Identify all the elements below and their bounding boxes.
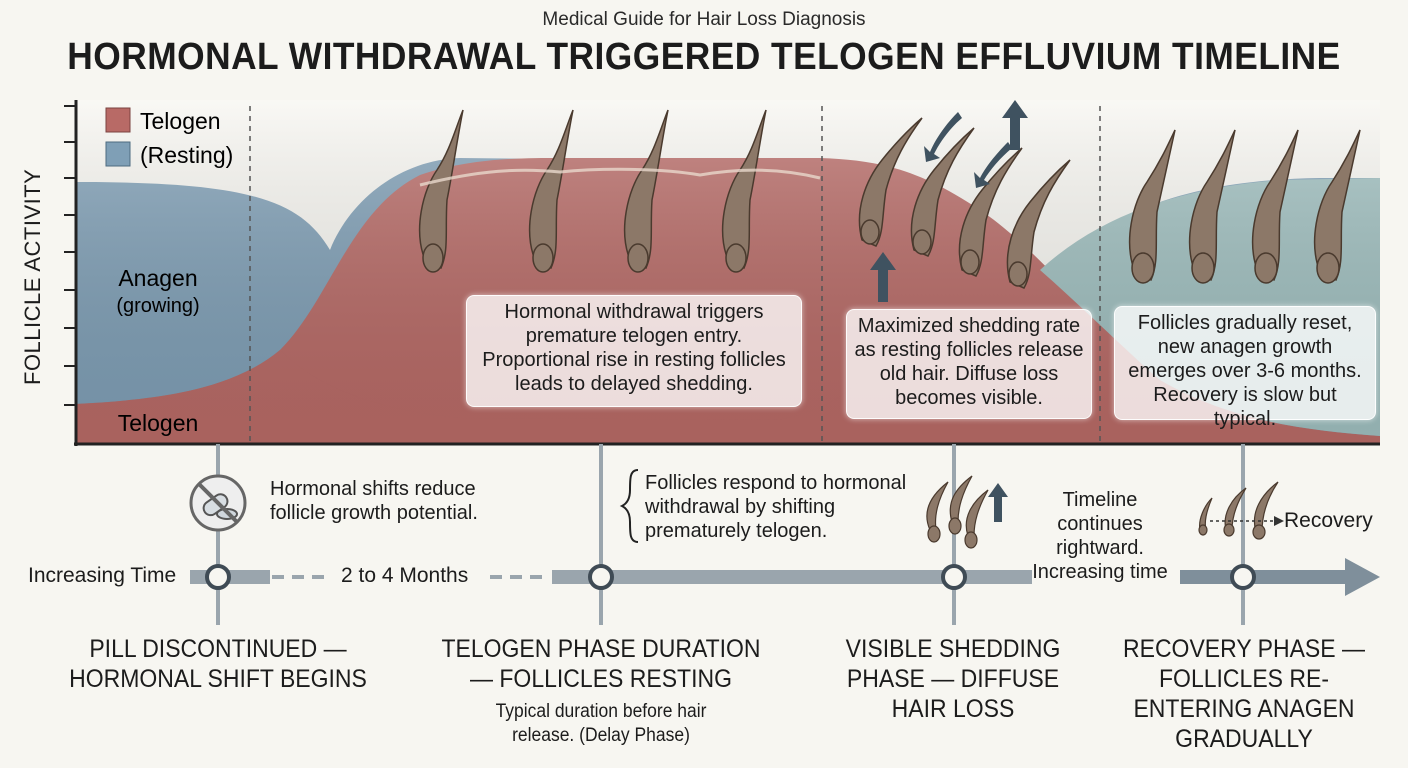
follicle-note: Follicles respond to hormonal withdrawal… [645, 472, 907, 542]
stage-title: PILL DISCONTINUED — HORMONAL SHIFT BEGIN… [69, 635, 367, 693]
arrow-curve-icon [924, 112, 962, 162]
recovery-follicles [1128, 129, 1361, 284]
timeline-note: Timeline continues rightward. Increasing… [1032, 489, 1168, 583]
legend: Telogen (Resting) [105, 107, 233, 168]
timeline-node [1230, 564, 1256, 590]
timeline-gap-label: 2 to 4 Months [338, 564, 472, 588]
stage-title: TELOGEN PHASE DURATION — FOLLICLES RESTI… [441, 635, 761, 693]
callout-telogen-text: Hormonal withdrawal triggers premature t… [482, 301, 786, 395]
follicle-icon [528, 109, 574, 273]
callout-recovery-phase: Follicles gradually reset, new anagen gr… [1114, 306, 1376, 430]
follicle-icon [418, 109, 464, 273]
legend-label-telogen: Telogen [140, 108, 221, 134]
legend-swatch-resting [105, 141, 131, 167]
timeline-axis [190, 444, 1380, 625]
arrow-right-icon [1345, 558, 1380, 596]
page-title: HORMONAL WITHDRAWAL TRIGGERED TELOGEN EF… [67, 36, 1341, 78]
callout-shedding-phase: Maximized shedding rate as resting folli… [846, 309, 1092, 419]
telogen-follicles [418, 109, 767, 273]
arrow-up-icon [1002, 100, 1028, 150]
recovery-hairs-icon [1198, 481, 1284, 540]
stage-title: VISIBLE SHEDDING PHASE — DIFFUSE HAIR LO… [845, 635, 1061, 723]
pill-note: Hormonal shifts reduce follicle growth p… [270, 478, 478, 524]
telogen-label: Telogen [118, 410, 199, 436]
subtitle: Medical Guide for Hair Loss Diagnosis [542, 9, 866, 30]
anagen-sub-label: (growing) [116, 295, 199, 317]
anagen-label: Anagen [118, 265, 197, 291]
timeline-node [205, 564, 231, 590]
shedding-hairs-icon [926, 475, 1008, 549]
callout-shedding-text: Maximized shedding rate as resting folli… [854, 315, 1084, 409]
arrow-curve-icon [974, 142, 1012, 188]
timeline-node [588, 564, 614, 590]
shedding-follicles [858, 117, 1071, 289]
stage-title: RECOVERY PHASE — FOLLICLES RE-ENTERING A… [1122, 635, 1366, 753]
callout-telogen-phase: Hormonal withdrawal triggers premature t… [466, 295, 802, 407]
callout-recovery-text: Follicles gradually reset, new anagen gr… [1128, 312, 1362, 430]
timeline-start-label: Increasing Time [25, 564, 180, 588]
legend-label-resting: (Resting) [140, 142, 233, 168]
stage-pill-discontinued: PILL DISCONTINUED — HORMONAL SHIFT BEGIN… [54, 634, 382, 694]
follicle-icon [721, 109, 767, 273]
legend-swatch-telogen [105, 107, 131, 133]
stage-visible-shedding: VISIBLE SHEDDING PHASE — DIFFUSE HAIR LO… [831, 634, 1076, 724]
stage-telogen-duration: TELOGEN PHASE DURATION — FOLLICLES RESTI… [434, 634, 767, 748]
arrow-up-icon [870, 252, 896, 302]
timeline-node [941, 564, 967, 590]
shedding-arrows [870, 100, 1028, 302]
stage-recovery: RECOVERY PHASE — FOLLICLES RE-ENTERING A… [1110, 634, 1379, 754]
no-pill-icon [189, 474, 247, 532]
recovery-label: Recovery [1284, 509, 1373, 532]
follicle-icon [623, 109, 669, 273]
stage-note: Typical duration before hair release. (D… [495, 701, 707, 746]
